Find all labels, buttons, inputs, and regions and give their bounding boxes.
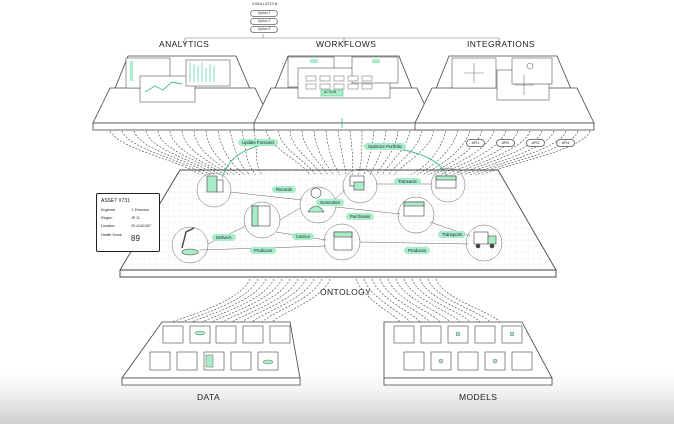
data-title: DATA — [197, 392, 221, 402]
analytics-platform — [92, 55, 273, 131]
optimize-portfolio-tag[interactable]: Optimize Portfolio — [364, 143, 406, 151]
analytics-title: ANALYTICS — [159, 39, 210, 49]
asset-score-label: Health Score — [101, 233, 122, 237]
asset-score-value: 89 — [131, 234, 140, 243]
link-purchases: Purchases — [346, 213, 375, 221]
asset-location-value: 29.4142150° — [131, 224, 152, 228]
integrations-title: INTEGRATIONS — [467, 39, 535, 49]
update-forecast-tag[interactable]: Update Forecast — [238, 139, 278, 147]
workflows-platform — [253, 55, 434, 131]
api-4-badge: API4 — [556, 139, 575, 147]
api-3-badge: API3 — [526, 139, 545, 147]
link-produces-right: Produces — [404, 247, 431, 255]
link-generates: Generates — [316, 199, 345, 207]
link-transacts: Transacts — [394, 178, 421, 186]
asset-engineer-value: J. Emmons — [131, 208, 149, 212]
models-title: MODELS — [459, 392, 498, 402]
workflow-action-button[interactable]: ACTION — [322, 90, 339, 94]
api-1-badge: API1 — [466, 139, 485, 147]
top-flow-lines — [109, 130, 591, 176]
asset-location-label: Location — [101, 224, 115, 228]
ontology-title: ONTOLOGY — [320, 287, 372, 297]
ontology-platform — [119, 167, 557, 278]
simulation-option-3[interactable]: Option 3 — [250, 26, 278, 33]
asset-title: ASSET #731 — [101, 198, 130, 204]
simulation-option-2[interactable]: Option 2 — [250, 18, 278, 25]
integrations-platform — [414, 55, 595, 131]
link-delivers: Delivers — [212, 234, 236, 242]
link-records: Records — [272, 186, 297, 194]
asset-region-label: Region — [101, 216, 113, 220]
asset-card[interactable]: ASSET #731 Engineer J. Emmons Region JP … — [96, 193, 160, 252]
simulation-title: SIMULATION — [252, 2, 278, 6]
api-2-badge: API2 — [496, 139, 515, 147]
models-platform — [383, 321, 553, 386]
link-transports: Transports — [438, 231, 467, 239]
link-carries: Carries — [292, 233, 314, 241]
workflows-title: WORKFLOWS — [316, 39, 377, 49]
data-platform — [121, 321, 301, 386]
asset-engineer-label: Engineer — [101, 208, 116, 212]
simulation-tree — [184, 34, 500, 44]
simulation-option-1[interactable]: Option 1 — [250, 10, 278, 17]
asset-region-value: JP 11 — [131, 216, 140, 220]
bottom-flow-lines — [171, 278, 501, 323]
link-produces-left: Produces — [250, 247, 277, 255]
